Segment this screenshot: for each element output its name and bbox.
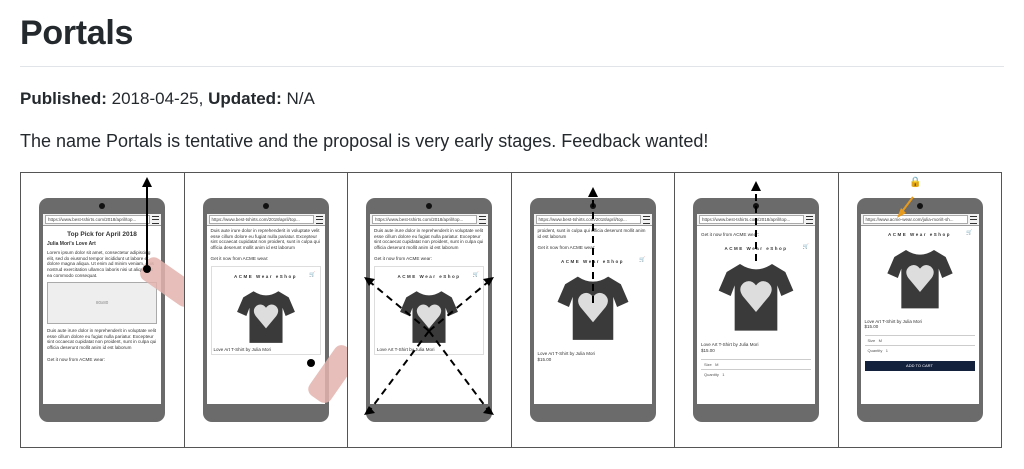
phone-frame: https://www.acme-wear.com/julia-mori/t-s…	[856, 198, 983, 422]
url-field: https://www.best-tshirts.com/2018/april/…	[535, 215, 641, 224]
shop-name: ACME Wear eShop🛒	[234, 271, 316, 279]
url-field: https://www.best-tshirts.com/2018/april/…	[699, 215, 804, 224]
scroll-up-arrow-icon	[751, 181, 761, 261]
updated-label: Updated:	[208, 89, 282, 108]
storyboard-panel-6: https://www.acme-wear.com/julia-mori/t-s…	[839, 173, 1002, 447]
product-title: Love Art T-Shirt by Julia Mori	[701, 342, 759, 348]
browser-bar: https://www.acme-wear.com/julia-mori/t-s…	[860, 214, 979, 226]
phone-screen: https://www.best-tshirts.com/2018/april/…	[206, 214, 325, 404]
cart-icon: 🛒	[639, 256, 646, 263]
menu-icon	[969, 215, 977, 224]
product-price: $15.00	[864, 324, 879, 330]
get-it-text: Get it now from ACME wear:	[47, 356, 105, 362]
camera-dot	[426, 203, 432, 209]
get-it-text: Get it now from ACME wear:	[374, 256, 432, 262]
storyboard-panel-3: https://www.best-tshirts.com/2018/april/…	[348, 173, 512, 447]
browser-bar: https://www.best-tshirts.com/2018/april/…	[206, 214, 325, 226]
shop-name: ACME Wear eShop🛒	[888, 230, 973, 237]
phone-screen: https://www.best-tshirts.com/2018/april/…	[370, 214, 488, 404]
updated-value: N/A	[286, 89, 315, 108]
page-title: Portals	[20, 14, 134, 52]
phone-screen: https://www.acme-wear.com/julia-mori/t-s…	[860, 214, 979, 404]
article-text-2: Duis aute irure dolor in reprehenderit i…	[47, 328, 157, 350]
storyboard-panel-4: https://www.best-tshirts.com/2018/april/…	[512, 173, 675, 447]
article-text: Lorem ipsum dolor sit amet, consectetur …	[47, 250, 154, 278]
product-title: Love Art T-Shirt by Julia Mori	[377, 346, 435, 352]
publish-info: Published: 2018-04-25, Updated: N/A	[20, 89, 315, 109]
camera-dot	[262, 203, 269, 209]
phone-frame: https://www.best-tshirts.com/2018/april/…	[202, 198, 329, 422]
intro-paragraph: The name Portals is tentative and the pr…	[20, 131, 709, 151]
scroll-up-arrow-icon	[587, 187, 598, 303]
title-divider	[20, 66, 1004, 67]
size-select: Size M	[864, 334, 975, 345]
expand-arrows-icon	[364, 277, 494, 415]
browser-bar: https://www.best-tshirts.com/2018/april/…	[533, 214, 652, 226]
phone-frame: https://www.best-tshirts.com/2018/april/…	[693, 198, 819, 422]
published-label: Published:	[20, 89, 107, 108]
cart-icon: 🛒	[472, 271, 479, 278]
article-text-2: Duis aute irure dolor in reprehenderit i…	[374, 228, 484, 250]
tshirt-image	[557, 276, 628, 341]
camera-dot	[916, 203, 923, 209]
tshirt-image	[718, 264, 794, 331]
url-field: https://www.best-tshirts.com/2018/april/…	[208, 215, 314, 224]
browser-bar: https://www.best-tshirts.com/2018/april/…	[43, 214, 161, 226]
cart-icon: 🛒	[309, 271, 316, 278]
quantity-select: Quantity 1	[701, 369, 811, 379]
article-heading: Top Pick for April 2018	[67, 231, 137, 238]
menu-icon	[315, 215, 323, 224]
menu-icon	[806, 215, 813, 224]
phone-screen: https://www.best-tshirts.com/2018/april/…	[533, 214, 652, 404]
menu-icon	[642, 215, 650, 224]
storyboard-figure: https://www.best-tshirts.com/2018/april/…	[20, 172, 1002, 448]
product-title: Love Art T-Shirt by Julia Mori	[213, 346, 271, 352]
product-title: Love Art T-Shirt by Julia Mori	[864, 318, 922, 324]
phone-frame: https://www.best-tshirts.com/2018/april/…	[529, 198, 656, 422]
storyboard-panel-2: https://www.best-tshirts.com/2018/april/…	[185, 173, 348, 447]
add-to-cart-button: ADD TO CART	[864, 360, 975, 371]
product-price: $15.00	[537, 356, 552, 362]
svg-text:🔒: 🔒	[909, 176, 921, 188]
camera-dot	[99, 203, 105, 209]
url-field: https://www.best-tshirts.com/2018/april/…	[372, 215, 477, 224]
product-price: $15.00	[701, 347, 715, 353]
tshirt-image	[400, 290, 458, 343]
tshirt-image	[886, 249, 953, 308]
phone-frame: https://www.best-tshirts.com/2018/april/…	[366, 198, 492, 422]
phone-frame: https://www.best-tshirts.com/2018/april/…	[39, 198, 165, 422]
image-size-label: 80x80	[96, 300, 109, 306]
article-text-2: proident, sunt in culpa qui officia dese…	[537, 228, 646, 239]
menu-icon	[152, 215, 159, 224]
cart-icon: 🛒	[802, 243, 809, 250]
storyboard-panel-1: https://www.best-tshirts.com/2018/april/…	[21, 173, 185, 447]
get-it-text: Get it now from ACME wear:	[210, 256, 269, 262]
tshirt-image	[236, 290, 295, 343]
article-text-2: Duis aute irure dolor in reprehenderit i…	[210, 228, 320, 250]
url-field: https://www.acme-wear.com/julia-mori/t-s…	[862, 215, 968, 224]
quantity-select: Quantity 1	[864, 344, 975, 355]
size-select: Size M	[701, 359, 811, 369]
storyboard-panel-5: https://www.best-tshirts.com/2018/april/…	[675, 173, 839, 447]
browser-bar: https://www.best-tshirts.com/2018/april/…	[370, 214, 488, 226]
get-it-text: Get it now from ACME wear:	[537, 245, 596, 251]
product-title: Love Art T-Shirt by Julia Mori	[537, 351, 595, 357]
shop-name: ACME Wear eShop🛒	[397, 271, 479, 279]
published-date: 2018-04-25,	[111, 89, 204, 108]
url-field: https://www.best-tshirts.com/2018/april/…	[45, 215, 150, 224]
image-placeholder: 80x80	[47, 282, 157, 325]
article-subheading: Julia Mori's Love Art	[47, 240, 96, 247]
get-it-text: Get it now from ACME wear:	[701, 232, 759, 237]
menu-icon	[479, 215, 486, 224]
phone-screen: https://www.best-tshirts.com/2018/april/…	[43, 214, 161, 404]
swipe-up-arrow-icon	[142, 177, 152, 273]
cart-icon: 🛒	[966, 230, 973, 236]
pointer-arrow-icon: 🔒	[896, 176, 921, 218]
